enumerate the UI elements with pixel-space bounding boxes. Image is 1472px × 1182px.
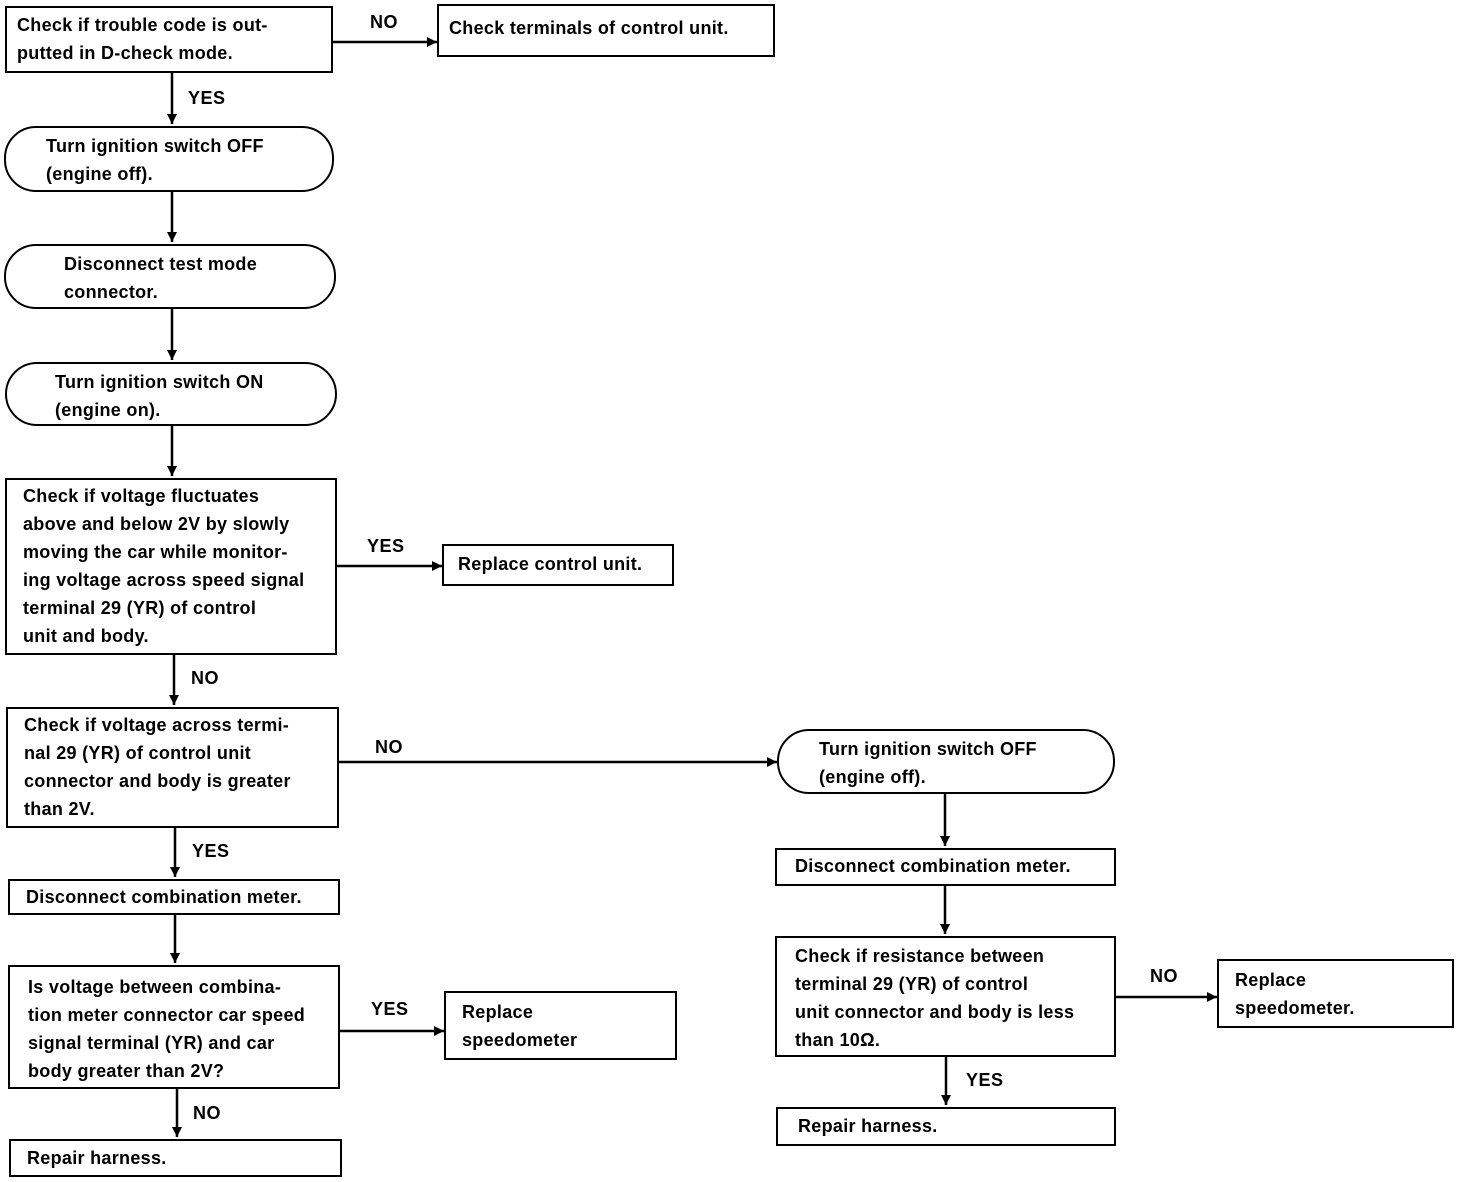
check-trouble-code-text: Check if trouble code is out- putted in …: [17, 15, 268, 63]
turn-ignition-on-box: Turn ignition switch ON (engine on).: [5, 362, 337, 426]
check-greater-2v-box: Check if voltage across termi- nal 29 (Y…: [6, 707, 339, 828]
label-yes-disconnect-meter: YES: [192, 841, 230, 861]
disconnect-meter-left-text: Disconnect combination meter.: [26, 887, 302, 907]
repair-harness-left-text: Repair harness.: [27, 1148, 167, 1168]
disconnect-test-mode-text: Disconnect test mode connector.: [64, 254, 258, 302]
replace-speedometer-box: Replace speedometer: [444, 991, 677, 1060]
label-yes-repair-harness-right: YES: [966, 1070, 1004, 1090]
check-terminals-text: Check terminals of control unit.: [449, 18, 729, 38]
label-yes-turn-off: YES: [188, 88, 226, 108]
label-yes-replace-control-unit: YES: [367, 536, 405, 556]
repair-harness-left-box: Repair harness.: [9, 1139, 342, 1177]
label-no-replace-speedometer-right: NO: [1150, 966, 1178, 986]
label-no-turn-off-right: NO: [375, 737, 403, 757]
check-greater-2v-text: Check if voltage across termi- nal 29 (Y…: [24, 715, 291, 819]
check-fluctuates-box: Check if voltage fluctuates above and be…: [5, 478, 337, 655]
is-voltage-meter-text: Is voltage between combina- tion meter c…: [28, 977, 306, 1081]
disconnect-meter-right-text: Disconnect combination meter.: [795, 856, 1071, 876]
replace-speedometer-right-box: Replace speedometer.: [1217, 959, 1454, 1028]
repair-harness-right-text: Repair harness.: [798, 1116, 938, 1136]
turn-ignition-off-text: Turn ignition switch OFF (engine off).: [46, 136, 264, 184]
turn-ignition-off-right-box: Turn ignition switch OFF (engine off).: [777, 729, 1115, 794]
check-resistance-box: Check if resistance between terminal 29 …: [775, 936, 1116, 1057]
label-no-repair-harness: NO: [193, 1103, 221, 1123]
label-yes-replace-speedometer: YES: [371, 999, 409, 1019]
replace-control-unit-text: Replace control unit.: [458, 554, 643, 574]
check-terminals-box: Check terminals of control unit.: [437, 4, 775, 57]
disconnect-meter-left-box: Disconnect combination meter.: [8, 879, 340, 915]
turn-ignition-off-right-text: Turn ignition switch OFF (engine off).: [819, 739, 1037, 787]
replace-speedometer-right-text: Replace speedometer.: [1235, 970, 1355, 1018]
disconnect-test-mode-box: Disconnect test mode connector.: [4, 244, 336, 309]
check-resistance-text: Check if resistance between terminal 29 …: [795, 946, 1075, 1050]
is-voltage-meter-box: Is voltage between combina- tion meter c…: [8, 965, 340, 1089]
turn-ignition-on-text: Turn ignition switch ON (engine on).: [55, 372, 264, 420]
check-trouble-code-box: Check if trouble code is out- putted in …: [5, 6, 333, 73]
check-fluctuates-text: Check if voltage fluctuates above and be…: [23, 486, 305, 646]
repair-harness-right-box: Repair harness.: [776, 1107, 1116, 1146]
disconnect-meter-right-box: Disconnect combination meter.: [775, 848, 1116, 886]
replace-control-unit-box: Replace control unit.: [442, 544, 674, 586]
replace-speedometer-text: Replace speedometer: [462, 1002, 578, 1050]
turn-ignition-off-box: Turn ignition switch OFF (engine off).: [4, 126, 334, 192]
label-no-check-terminals: NO: [370, 12, 398, 32]
label-no-check-greater-2v: NO: [191, 668, 219, 688]
